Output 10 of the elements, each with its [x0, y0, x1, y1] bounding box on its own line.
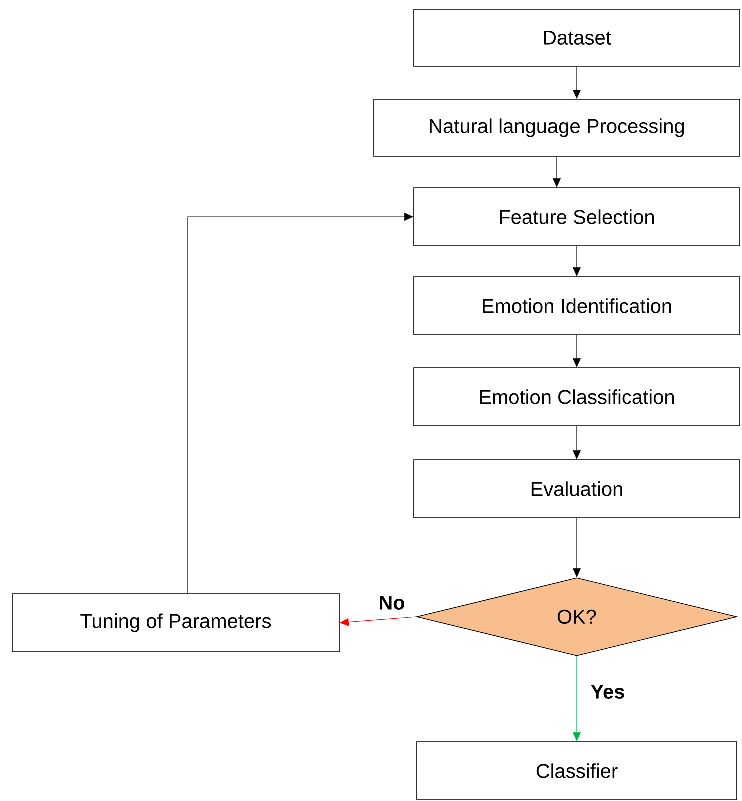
process-box: Natural language Processing	[374, 99, 740, 157]
process-box: Feature Selection	[414, 188, 740, 246]
process-box: Evaluation	[414, 460, 740, 518]
edge-label: Yes	[590, 684, 626, 700]
process-box: Emotion Classification	[414, 368, 740, 426]
process-box: Emotion Identification	[414, 276, 740, 336]
process-box: Classifier	[416, 742, 738, 800]
process-box: Dataset	[414, 9, 740, 67]
process-box: Tuning of Parameters	[12, 594, 340, 652]
edge-label: No	[378, 595, 406, 611]
